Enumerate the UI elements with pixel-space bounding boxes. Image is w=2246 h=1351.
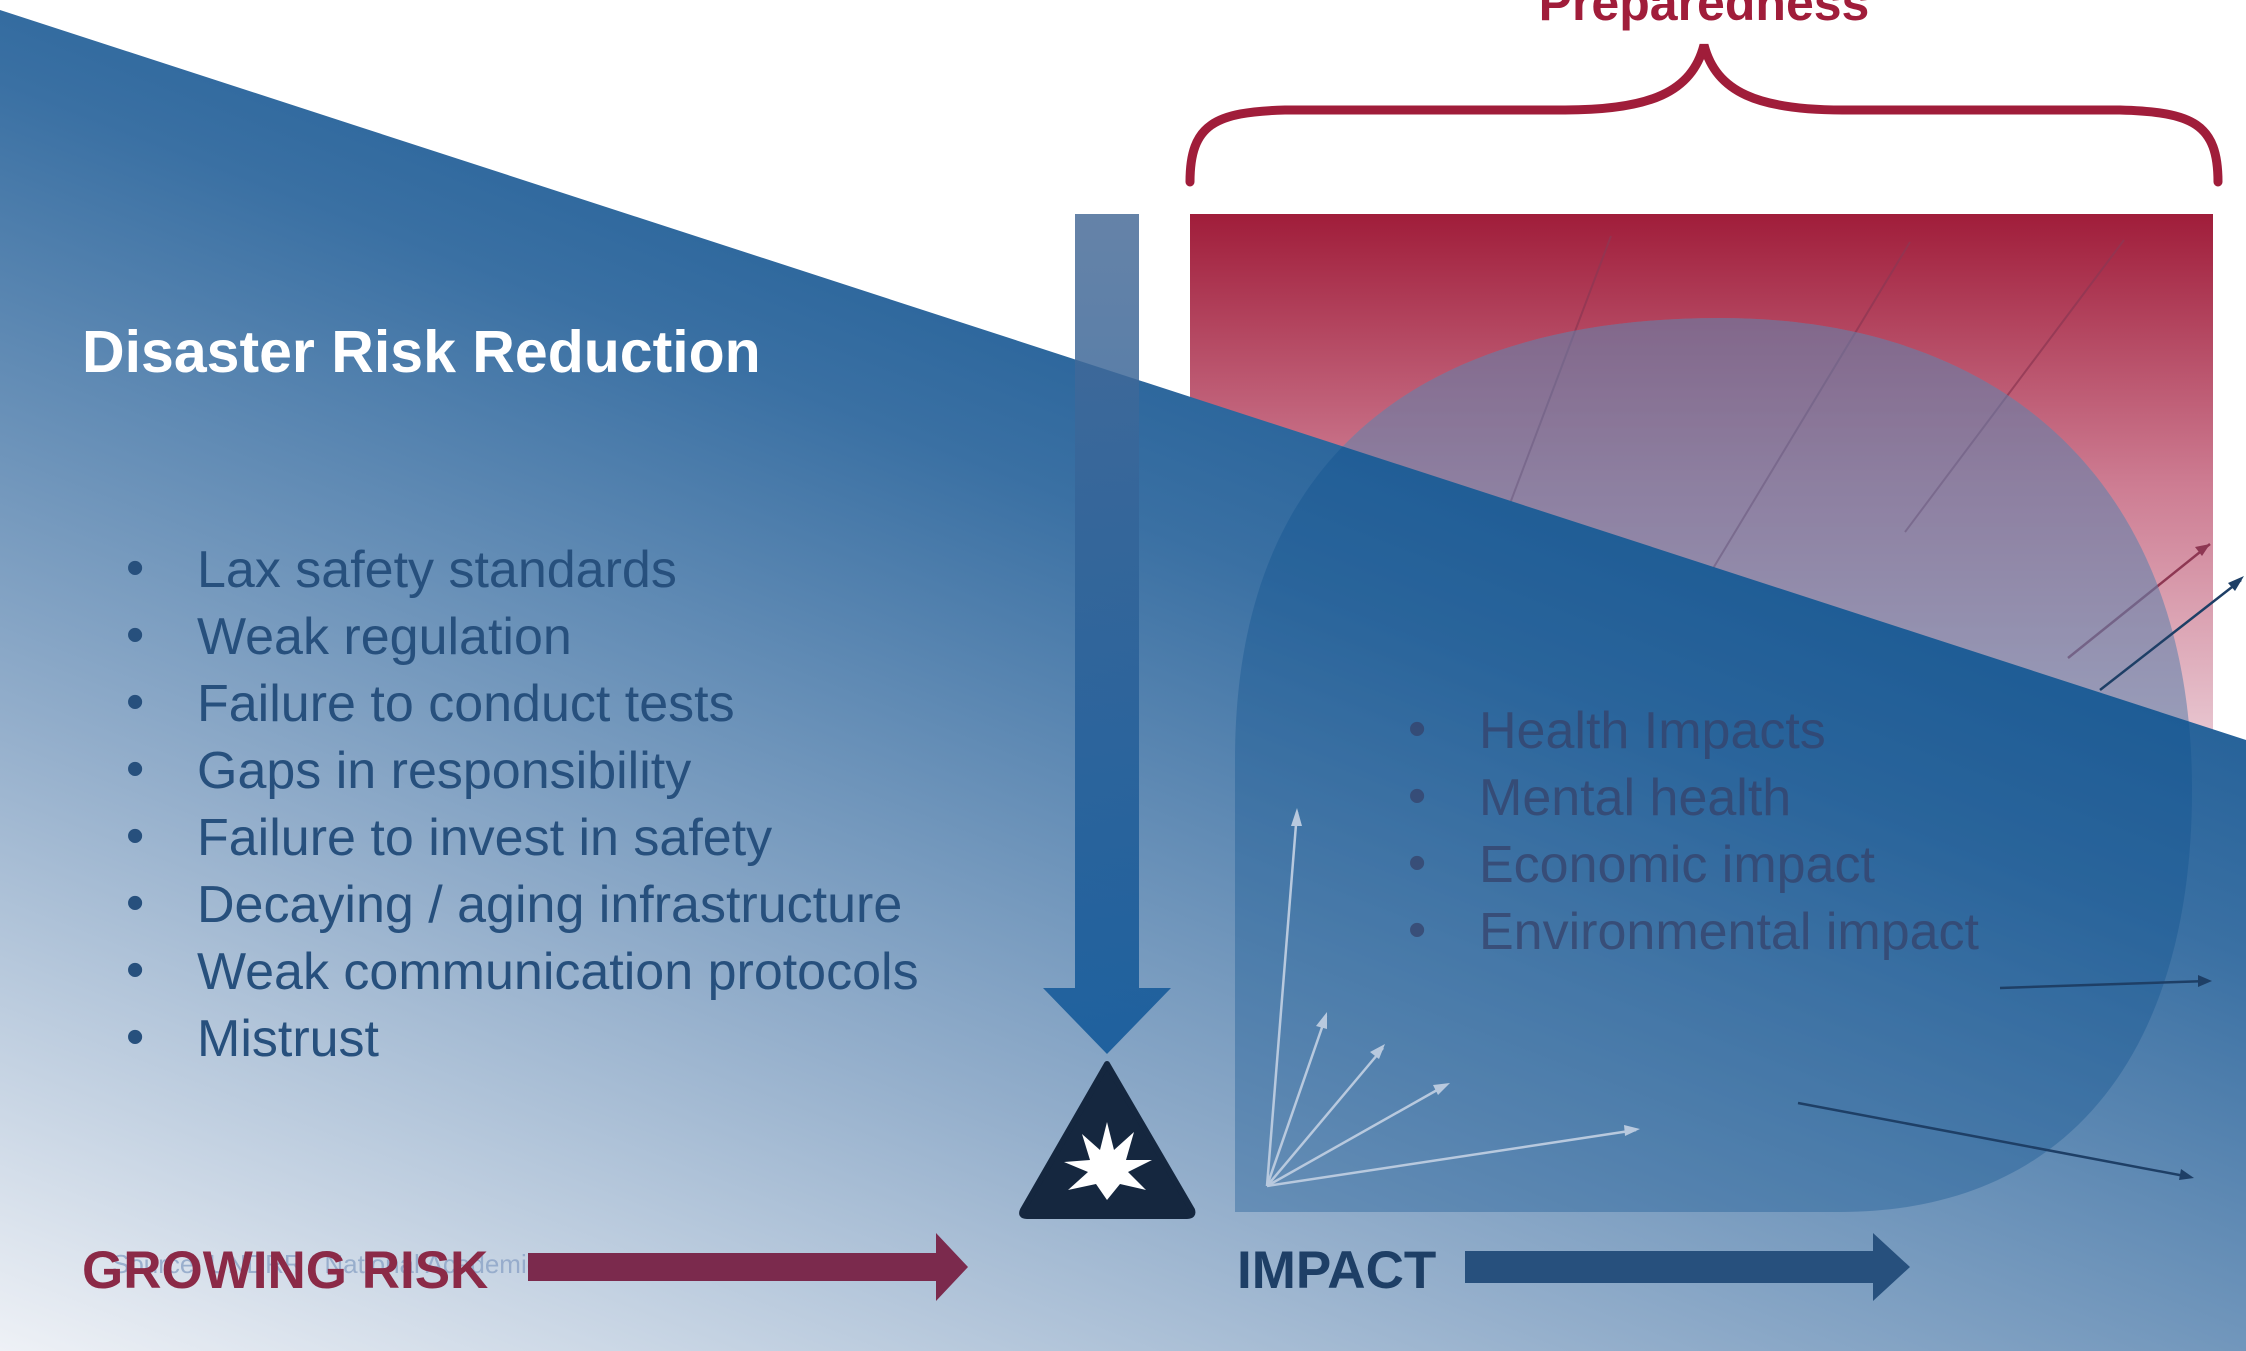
bullet-dot: • — [126, 941, 144, 999]
bullet-dot: • — [1408, 767, 1426, 825]
list-item: Decaying / aging infrastructure — [197, 876, 902, 934]
bullet-dot: • — [126, 807, 144, 865]
list-item: Mental health — [1479, 769, 1791, 827]
list-item: Health Impacts — [1479, 702, 1826, 760]
bullet-dot: • — [126, 1008, 144, 1066]
list-item: Economic impact — [1479, 836, 1875, 894]
preparedness-title: Preparedness — [1539, 0, 1870, 31]
growing-risk-arrow-icon — [528, 1233, 968, 1301]
drr-bullet-list: • Lax safety standards • Weak regulation… — [126, 539, 919, 1068]
bullet-dot: • — [126, 740, 144, 798]
bullet-dot: • — [126, 673, 144, 731]
growing-risk-label: GROWING RISK — [82, 1241, 488, 1300]
list-item: Failure to conduct tests — [197, 675, 735, 733]
bullet-dot: • — [126, 874, 144, 932]
impact-label: IMPACT — [1237, 1241, 1436, 1300]
vertical-arrow-icon — [1043, 214, 1171, 1054]
bullet-dot: • — [1408, 834, 1426, 892]
impact-bullet-list: • Health Impacts • Mental health • Econo… — [1408, 700, 1980, 961]
impact-spread-arrows — [1265, 808, 1640, 1188]
drr-title: Disaster Risk Reduction — [82, 319, 761, 385]
preparedness-brace — [1185, 43, 2223, 187]
list-item: Gaps in responsibility — [197, 742, 691, 800]
list-item: Failure to invest in safety — [197, 809, 772, 867]
explosion-warning-icon — [1019, 1061, 1196, 1219]
list-item: Mistrust — [197, 1010, 380, 1068]
impact-arrow-icon — [1465, 1233, 1910, 1301]
list-item: Weak regulation — [197, 608, 572, 666]
list-item: Lax safety standards — [197, 541, 677, 599]
bullet-dot: • — [1408, 700, 1426, 758]
list-item: Weak communication protocols — [197, 943, 919, 1001]
bullet-dot: • — [126, 606, 144, 664]
bullet-dot: • — [126, 539, 144, 597]
bullet-dot: • — [1408, 901, 1426, 959]
list-item: Environmental impact — [1479, 903, 1980, 961]
